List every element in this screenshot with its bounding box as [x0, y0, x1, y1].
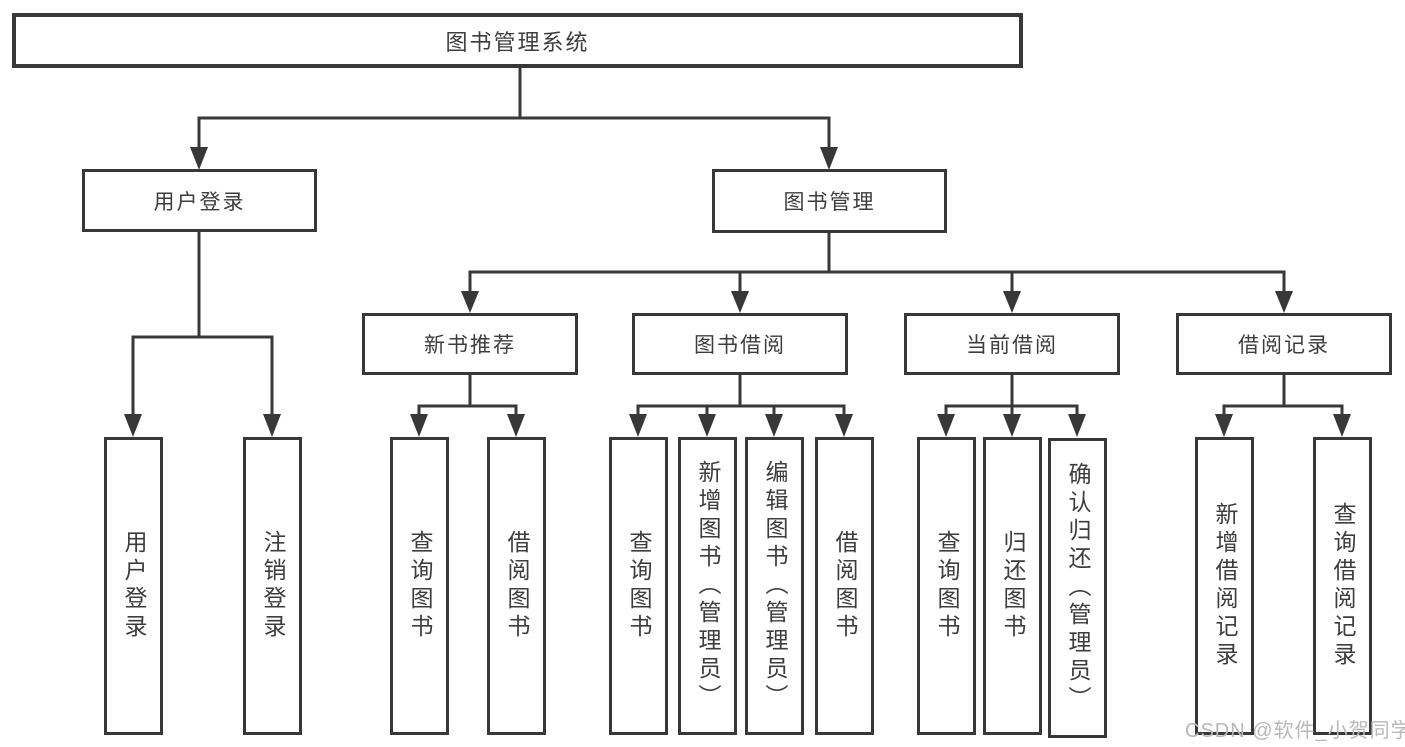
node-borrow-records: 借阅记录 — [1176, 313, 1392, 375]
leaf-borrow-books: 借阅图书 — [815, 437, 874, 735]
leaf-query-books-recommend: 查询图书 — [390, 437, 449, 735]
node-label: 图书管理 — [783, 191, 876, 214]
leaf-add-book-admin: 新增图书（管理员） — [678, 437, 737, 735]
leaf-logout: 注销登录 — [243, 437, 302, 735]
node-label: 归还图书 — [1000, 530, 1026, 642]
node-label: 查询图书 — [407, 530, 433, 642]
node-label: 当前借阅 — [966, 334, 1058, 357]
node-label: 借阅图书 — [832, 530, 858, 642]
leaf-query-books-current: 查询图书 — [917, 437, 976, 735]
node-user-login: 用户登录 — [82, 169, 317, 232]
node-label: 注销登录 — [260, 530, 286, 642]
node-label: 查询图书 — [934, 530, 960, 642]
node-label: 图书借阅 — [694, 334, 786, 357]
node-book-borrow: 图书借阅 — [632, 313, 848, 375]
leaf-query-borrow-record: 查询借阅记录 — [1313, 437, 1372, 735]
node-new-book-recommend: 新书推荐 — [362, 313, 578, 375]
leaf-edit-book-admin: 编辑图书（管理员） — [745, 437, 804, 735]
leaf-user-login: 用户登录 — [104, 437, 163, 735]
node-label: 确认归还（管理员） — [1065, 462, 1091, 714]
csdn-watermark: CSDN @软件_小贺同学 — [1185, 720, 1405, 742]
leaf-confirm-return-admin: 确认归还（管理员） — [1048, 438, 1107, 738]
node-label: 查询借阅记录 — [1330, 502, 1356, 670]
node-label: 查询图书 — [626, 530, 652, 642]
node-book-management: 图书管理 — [712, 169, 947, 233]
node-label: 编辑图书（管理员） — [762, 460, 788, 712]
leaf-add-borrow-record: 新增借阅记录 — [1195, 437, 1254, 735]
node-label: 用户登录 — [121, 530, 147, 642]
leaf-borrow-books-recommend: 借阅图书 — [487, 437, 546, 735]
node-label: 新书推荐 — [424, 334, 516, 357]
node-label: 借阅图书 — [504, 530, 530, 642]
node-label: 借阅记录 — [1238, 334, 1330, 357]
node-current-borrow: 当前借阅 — [904, 313, 1120, 375]
node-label: 新增借阅记录 — [1212, 502, 1238, 670]
node-label: 图书管理系统 — [445, 29, 590, 55]
node-label: 用户登录 — [153, 190, 246, 214]
leaf-query-books-borrow: 查询图书 — [609, 437, 668, 735]
leaf-return-books: 归还图书 — [983, 437, 1042, 735]
node-label: 新增图书（管理员） — [695, 460, 721, 712]
node-library-management-system: 图书管理系统 — [12, 13, 1023, 68]
